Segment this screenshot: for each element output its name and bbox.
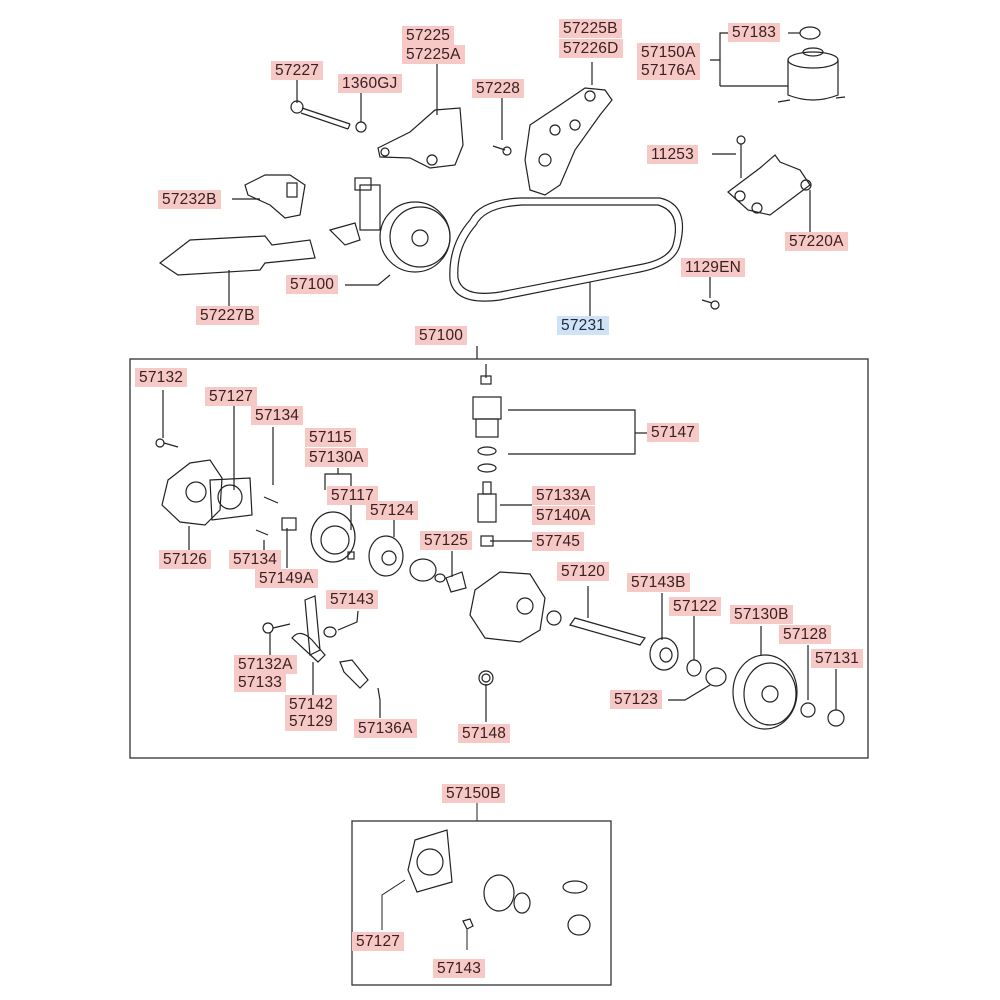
part-label-57140A[interactable]: 57140A [532, 506, 595, 525]
part-label-57129[interactable]: 57129 [285, 712, 338, 731]
part-label-57123[interactable]: 57123 [610, 690, 663, 709]
bolt-57228 [492, 145, 512, 156]
part-label-1360GJ[interactable]: 1360GJ [338, 74, 402, 93]
part-label-57745[interactable]: 57745 [532, 532, 585, 551]
part-label-57227B[interactable]: 57227B [196, 306, 259, 325]
pump-parts [155, 364, 845, 730]
part-label-57124[interactable]: 57124 [366, 501, 419, 520]
part-label-11253[interactable]: 11253 [647, 145, 698, 164]
part-label-57134-lower[interactable]: 57134 [229, 550, 282, 569]
bolt-57227 [290, 100, 351, 130]
reservoir-57150A [777, 47, 846, 103]
part-label-57132A[interactable]: 57132A [234, 655, 297, 674]
part-label-57130B[interactable]: 57130B [730, 605, 793, 624]
pump-assembly-57100 [328, 177, 451, 273]
leader-lines-pump [162, 390, 837, 722]
part-label-57225A[interactable]: 57225A [402, 45, 465, 64]
bracket-57220A [727, 154, 812, 216]
part-label-57127[interactable]: 57127 [205, 387, 258, 406]
bracket-57225 [377, 107, 464, 169]
pump-box-title[interactable]: 57100 [415, 326, 468, 345]
part-label-57136A[interactable]: 57136A [354, 719, 417, 738]
part-label-57226D[interactable]: 57226D [559, 39, 623, 58]
part-label-57143B[interactable]: 57143B [627, 573, 690, 592]
part-label-1129EN[interactable]: 1129EN [681, 258, 746, 277]
part-label-57122[interactable]: 57122 [669, 597, 722, 616]
cap-57183 [799, 26, 821, 40]
part-label-57117[interactable]: 57117 [327, 486, 378, 505]
part-label-57125[interactable]: 57125 [420, 531, 473, 550]
part-label-57133[interactable]: 57133 [234, 673, 287, 692]
part-label-57148[interactable]: 57148 [458, 724, 511, 743]
part-label-57150A[interactable]: 57150A [637, 43, 700, 62]
part-label-57100-top[interactable]: 57100 [286, 275, 339, 294]
leader-lines-top [228, 32, 811, 359]
part-label-57225[interactable]: 57225 [402, 26, 455, 45]
part-label-57149A[interactable]: 57149A [255, 569, 318, 588]
part-label-57134-upper[interactable]: 57134 [251, 406, 304, 425]
part-label-57183[interactable]: 57183 [728, 23, 781, 42]
part-label-kit-57127[interactable]: 57127 [352, 932, 405, 951]
part-label-57131[interactable]: 57131 [811, 649, 864, 668]
bolt-11253 [736, 135, 746, 178]
pump-box-frame [129, 358, 869, 759]
part-label-57120[interactable]: 57120 [557, 562, 610, 581]
part-label-57143[interactable]: 57143 [326, 590, 379, 609]
part-label-57231[interactable]: 57231 [557, 316, 610, 335]
part-label-57220A[interactable]: 57220A [785, 232, 848, 251]
kit-parts [381, 829, 591, 950]
cover-57227B [158, 235, 316, 276]
bracket-57232B [244, 174, 306, 219]
part-label-kit-57143[interactable]: 57143 [433, 959, 486, 978]
part-label-57228[interactable]: 57228 [472, 79, 525, 98]
kit-box-title[interactable]: 57150B [442, 784, 505, 803]
part-label-57130A[interactable]: 57130A [305, 448, 368, 467]
part-label-57147[interactable]: 57147 [647, 423, 700, 442]
part-label-57232B[interactable]: 57232B [158, 190, 221, 209]
part-label-57133A[interactable]: 57133A [532, 486, 595, 505]
part-label-57225B[interactable]: 57225B [559, 19, 622, 38]
part-label-57227[interactable]: 57227 [271, 61, 324, 80]
part-label-57115[interactable]: 57115 [305, 428, 356, 447]
part-label-57176A[interactable]: 57176A [637, 61, 700, 80]
part-label-57132[interactable]: 57132 [135, 368, 188, 387]
bracket-57225B [524, 87, 613, 196]
part-label-57128[interactable]: 57128 [779, 625, 832, 644]
bolt-1129EN [701, 299, 720, 310]
nut-1360GJ [355, 121, 367, 133]
kit-box-frame [351, 820, 612, 986]
belt-57231 [449, 197, 684, 302]
part-label-57142[interactable]: 57142 [285, 695, 338, 714]
part-label-57126[interactable]: 57126 [159, 550, 212, 569]
